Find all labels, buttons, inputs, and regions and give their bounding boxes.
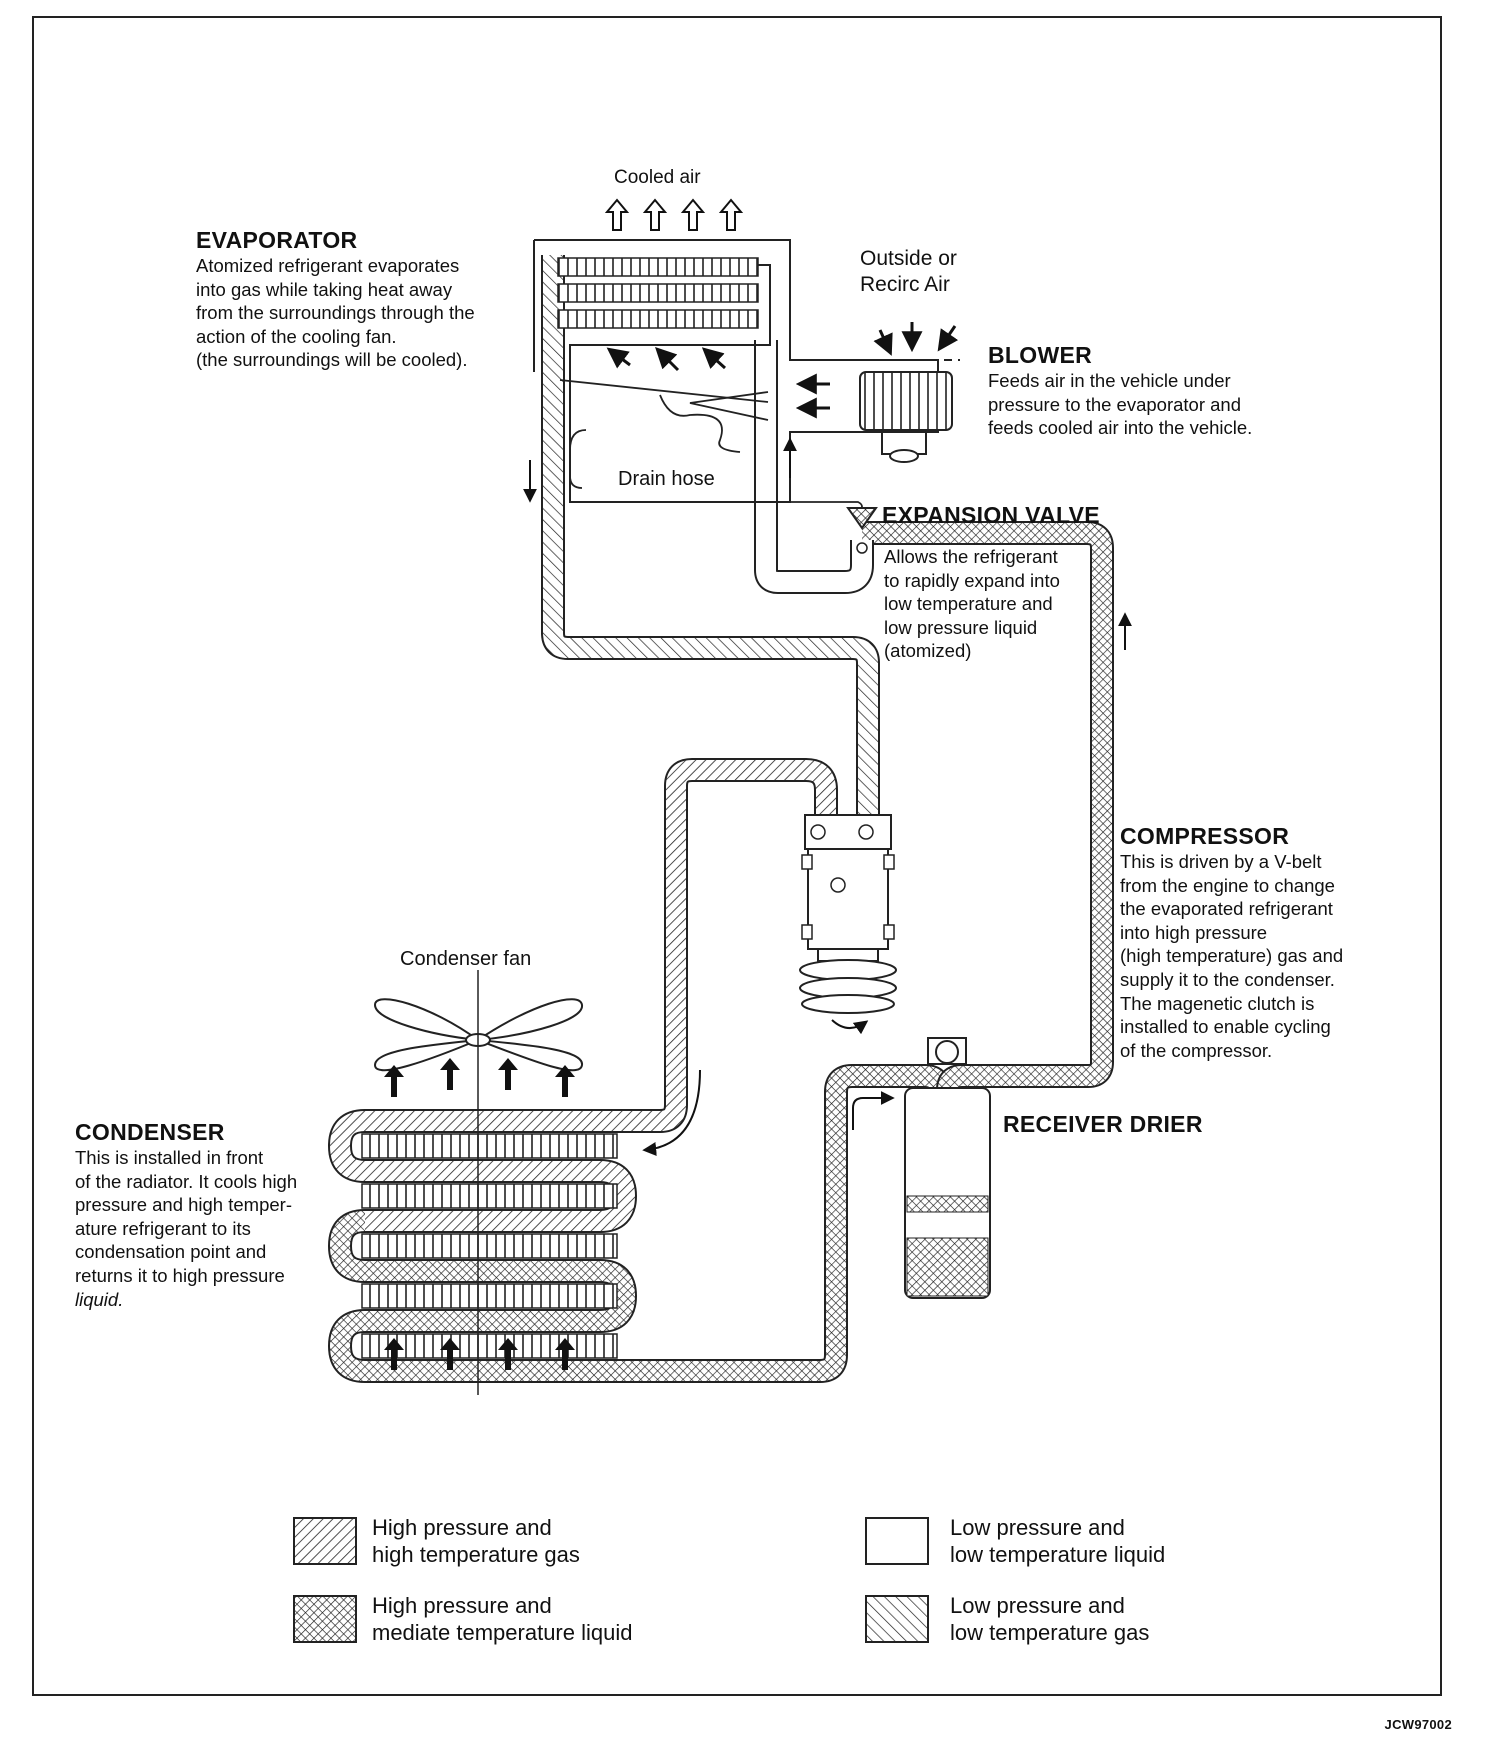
compressor-desc-line: into high pressure (1120, 921, 1268, 943)
condenser-desc-line: pressure and high temper- (75, 1194, 292, 1216)
legend-swatch-lp-gas (865, 1595, 929, 1643)
cooled-air-label: Cooled air (614, 167, 701, 188)
condenser-title: CONDENSER (75, 1119, 225, 1145)
blower-desc-line: Feeds air in the vehicle under (988, 370, 1231, 391)
cooled-air-arrows (604, 198, 744, 231)
lp-gas-line (541, 255, 880, 815)
expansion-valve-desc-line: low pressure liquid (884, 616, 1038, 638)
compressor-title: COMPRESSOR (1120, 823, 1290, 849)
hollow-up-arrow-icon (680, 198, 706, 231)
expansion-valve-desc-line: low temperature and (884, 593, 1053, 615)
hollow-up-arrow-icon (604, 198, 630, 231)
blower-title: BLOWER (988, 342, 1093, 368)
airflow-arrows (384, 1058, 575, 1370)
blower-unit (859, 322, 960, 463)
expansion-valve-body (846, 507, 878, 554)
compressor-description: This is driven by a V-belt from the engi… (1120, 850, 1343, 1062)
compressor-desc-line: installed to enable cycling (1120, 1016, 1331, 1038)
condenser-fan-blades (373, 970, 583, 1095)
legend-line: Low pressure and (950, 1593, 1125, 1618)
curved-arrow-icon (852, 1091, 895, 1130)
drain-hose-label: Drain hose (618, 468, 715, 490)
legend-line: mediate temperature liquid (372, 1620, 633, 1645)
solid-up-arrow-icon (498, 1338, 518, 1370)
compressor-desc-line: of the compressor. (1120, 1039, 1273, 1061)
evaporator-title: EVAPORATOR (196, 227, 358, 253)
document-code: JCW97002 (1384, 1717, 1452, 1732)
condenser-desc-line: This is installed in front (75, 1147, 264, 1168)
evaporator-desc-line: into gas while taking heat away (196, 278, 453, 300)
legend-line: Low pressure and (950, 1515, 1125, 1540)
legend-swatch-hp-gas (293, 1517, 357, 1565)
legend-line: high temperature gas (372, 1542, 580, 1567)
expansion-valve-desc-line: (atomized) (884, 640, 972, 662)
receiver-drier-title: RECEIVER DRIER (1003, 1111, 1203, 1137)
evaporator-description: Atomized refrigerant evaporates into gas… (196, 254, 475, 372)
condenser-desc-line: returns it to high pressure (75, 1264, 285, 1286)
legend-item-hp-liquid: High pressure and mediate temperature li… (372, 1592, 632, 1646)
curved-arrow-icon (642, 1069, 701, 1156)
evaporator-desc-line: from the surroundings through the (196, 302, 475, 324)
solid-up-arrow-icon (555, 1065, 575, 1097)
lp-liquid-line (754, 340, 874, 594)
condenser-fan-label: Condenser fan (400, 948, 532, 970)
condenser-desc-line: of the radiator. It cools high (75, 1170, 298, 1192)
hollow-up-arrow-icon (642, 198, 668, 231)
compressor-desc-line: The magenetic clutch is (1120, 992, 1315, 1014)
condenser-desc-line: ature refrigerant to its (75, 1217, 251, 1239)
solid-up-arrow-icon (440, 1338, 460, 1370)
solid-up-arrow-icon (384, 1338, 404, 1370)
hp-gas-line (365, 758, 838, 1133)
flow-direction-arrows (642, 612, 1132, 1156)
condenser-desc-line: condensation point and (75, 1241, 267, 1263)
rotation-arrow-icon (831, 1019, 869, 1035)
legend-line: High pressure and (372, 1593, 552, 1618)
compressor-desc-line: the evaporated refrigerant (1120, 898, 1333, 920)
evaporator-desc-line: (the surroundings will be cooled). (196, 349, 468, 371)
legend-item-lp-gas: Low pressure and low temperature gas (950, 1592, 1149, 1646)
hp-liquid-line (819, 521, 1114, 1383)
evaporator-unit (523, 239, 939, 513)
expansion-valve-description: Allows the refrigerant to rapidly expand… (884, 545, 1060, 663)
condenser-description: This is installed in front of the radiat… (75, 1146, 297, 1311)
legend-line: low temperature gas (950, 1620, 1150, 1645)
evaporator-desc-line: action of the cooling fan. (196, 325, 397, 347)
solid-up-arrow-icon (384, 1065, 404, 1097)
compressor-body (799, 814, 897, 1035)
compressor-desc-line: (high temperature) gas and (1120, 945, 1344, 967)
outside-air-line: Outside or (860, 247, 957, 270)
compressor-desc-line: from the engine to change (1120, 874, 1335, 896)
legend-line: High pressure and (372, 1515, 552, 1540)
legend-item-lp-liquid: Low pressure and low temperature liquid (950, 1514, 1165, 1568)
solid-up-arrow-icon (555, 1338, 575, 1370)
evaporator-desc-line: Atomized refrigerant evaporates (196, 255, 460, 276)
expansion-valve-desc-line: Allows the refrigerant (884, 546, 1058, 567)
hollow-up-arrow-icon (718, 198, 744, 231)
compressor-desc-line: supply it to the condenser. (1120, 968, 1335, 990)
expansion-valve-desc-line: to rapidly expand into (884, 569, 1060, 591)
blower-desc-line: feeds cooled air into the vehicle. (988, 417, 1253, 439)
outside-air-line: Recirc Air (860, 273, 950, 296)
blower-desc-line: pressure to the evaporator and (988, 393, 1241, 415)
solid-up-arrow-icon (498, 1058, 518, 1090)
legend-line: low temperature liquid (950, 1542, 1166, 1567)
blower-description: Feeds air in the vehicle under pressure … (988, 369, 1252, 440)
solid-up-arrow-icon (440, 1058, 460, 1090)
legend-swatch-hp-liquid (293, 1595, 357, 1643)
legend-item-hp-gas: High pressure and high temperature gas (372, 1514, 580, 1568)
condenser-desc-line: liquid. (75, 1288, 124, 1310)
diagram-frame (32, 16, 1442, 1696)
outside-air-label: Outside or Recirc Air (860, 246, 957, 298)
condenser-coil (327, 1095, 820, 1395)
legend-swatch-lp-liquid (865, 1517, 929, 1565)
expansion-valve-title: EXPANSION VALVE (882, 502, 1100, 528)
receiver-drier-body (904, 1037, 991, 1299)
compressor-desc-line: This is driven by a V-belt (1120, 851, 1322, 872)
